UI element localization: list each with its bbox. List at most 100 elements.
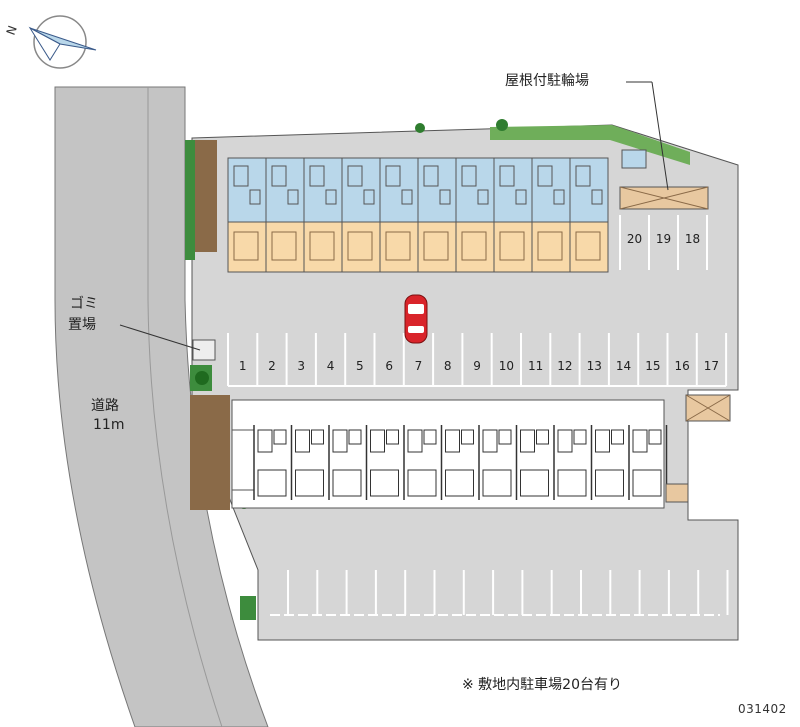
top-unit-room: [461, 231, 487, 261]
parking-number: 6: [385, 359, 393, 373]
shed-small-bottom: [665, 483, 689, 503]
parking-numbers-top: 20 19 18: [627, 232, 700, 246]
building-bottom: [231, 399, 665, 509]
hedge-left-green: [185, 140, 195, 260]
bottom-unit-room: [520, 469, 549, 497]
bottom-unit-room: [461, 429, 474, 445]
top-unit-room: [439, 189, 451, 205]
tree-2: [496, 119, 508, 131]
top-unit-room: [309, 165, 325, 187]
top-unit-room: [233, 231, 259, 261]
bottom-unit-room: [536, 429, 549, 445]
bottom-unit-room: [370, 429, 385, 453]
road-edge-line: [147, 87, 223, 727]
top-unit-room: [499, 165, 515, 187]
bottom-unit-room: [632, 429, 648, 453]
shed-right-cross: [685, 394, 731, 422]
top-unit-room: [423, 231, 449, 261]
bottom-unit-room: [257, 429, 273, 453]
bottom-unit-room: [257, 469, 287, 497]
bottom-unit-room: [348, 429, 362, 445]
top-unit-room: [423, 165, 439, 187]
bottom-unit-room: [648, 429, 662, 445]
garbage-label-line2: 置場: [68, 317, 96, 333]
parking-number: 8: [444, 359, 452, 373]
tree-3: [195, 371, 209, 385]
top-unit-room: [515, 189, 527, 205]
top-unit-room: [385, 231, 411, 261]
bicycle-shed-small: [621, 149, 647, 169]
top-unit-room: [271, 231, 297, 261]
top-unit-room: [575, 231, 601, 261]
bottom-unit-room: [557, 429, 573, 453]
parking-number: 1: [239, 359, 247, 373]
top-building-units: [233, 158, 603, 272]
compass-letter: N: [4, 24, 20, 37]
parking-number: 2: [268, 359, 276, 373]
bottom-unit-room: [370, 469, 399, 497]
garbage-label-line1: ゴミ: [70, 296, 98, 312]
bottom-unit-room: [273, 429, 287, 445]
bottom-unit-room: [445, 429, 460, 453]
top-unit-room: [575, 165, 591, 187]
hedge-top-right: [490, 125, 690, 165]
top-unit-room: [499, 231, 525, 261]
bottom-unit-room: [386, 429, 399, 445]
parking-number: 4: [327, 359, 335, 373]
top-unit-room: [347, 231, 373, 261]
bottom-unit-room: [573, 429, 587, 445]
bottom-unit-room: [295, 429, 310, 453]
car: [404, 294, 428, 344]
parking-top-lines: [619, 215, 708, 270]
top-unit-room: [537, 231, 563, 261]
bottom-unit-room: [332, 469, 362, 497]
top-unit-room: [249, 189, 261, 205]
bicycle-leader-line-2: [651, 81, 669, 191]
parking-number: 10: [499, 359, 514, 373]
bottom-unit-room: [611, 429, 624, 445]
top-unit-room: [287, 189, 299, 205]
bicycle-parking-cross: [619, 186, 709, 210]
top-unit-room: [477, 189, 489, 205]
road-label-line2: 11m: [93, 417, 125, 433]
top-unit-room: [553, 189, 565, 205]
parking-bottom-lines: [287, 570, 729, 615]
parking-number: 18: [685, 232, 700, 246]
bicycle-parking-label: 屋根付駐輪場: [505, 73, 589, 89]
bottom-building-units: [253, 425, 668, 500]
bottom-unit-room: [520, 429, 535, 453]
tree-1: [415, 123, 425, 133]
compass: [28, 15, 97, 69]
parking-number: 12: [557, 359, 572, 373]
parking-number: 19: [656, 232, 671, 246]
parking-number: 3: [297, 359, 305, 373]
parking-number: 16: [675, 359, 690, 373]
parking-number: 20: [627, 232, 642, 246]
bottom-unit-room: [332, 429, 348, 453]
road-label-line1: 道路: [91, 398, 119, 414]
parking-number: 7: [415, 359, 423, 373]
top-unit-room: [233, 165, 249, 187]
bottom-unit-room: [482, 429, 498, 453]
bottom-unit-room: [557, 469, 587, 497]
hedge-left: [195, 140, 217, 252]
bottom-unit-room: [311, 429, 324, 445]
parking-number: 11: [528, 359, 543, 373]
bottom-unit-room: [445, 469, 474, 497]
bottom-unit-room: [632, 469, 662, 497]
bottom-unit-room: [595, 469, 624, 497]
garbage-area: [192, 339, 216, 361]
hedge-bottom: [240, 596, 256, 620]
top-unit-room: [537, 165, 553, 187]
garbage-leader-line: [119, 324, 201, 351]
bottom-unit-room: [295, 469, 324, 497]
bottom-unit-room: [407, 429, 423, 453]
building-bottom-stair: [231, 429, 255, 491]
top-unit-room: [401, 189, 413, 205]
bottom-unit-room: [482, 469, 512, 497]
top-unit-room: [309, 231, 335, 261]
top-unit-room: [591, 189, 603, 205]
parking-number: 17: [704, 359, 719, 373]
